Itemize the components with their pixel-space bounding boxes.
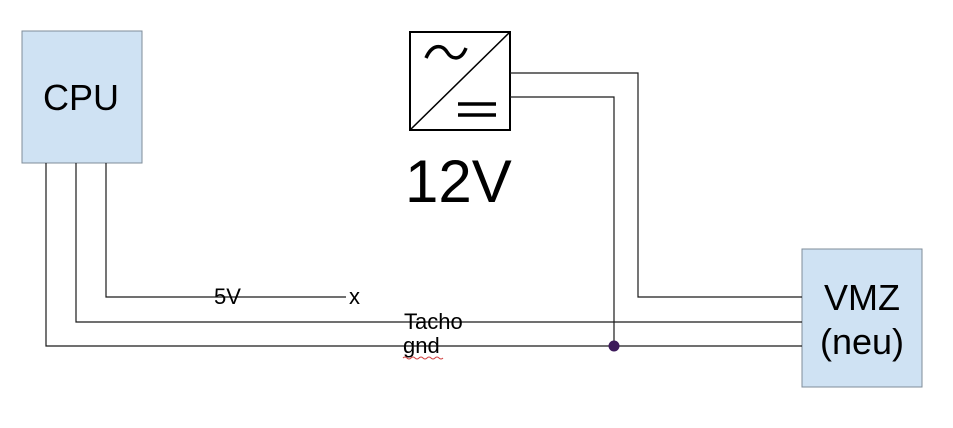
- vmz-label-line2: (neu): [820, 321, 904, 362]
- no-connect-mark: x: [349, 284, 360, 309]
- vmz-block: VMZ (neu): [801, 248, 923, 388]
- ground-label: gnd: [403, 333, 440, 358]
- cpu-label: CPU: [43, 77, 119, 118]
- converter-diagonal: [409, 31, 511, 131]
- cpu-box: [21, 30, 143, 164]
- five-volt-label: 5V: [214, 284, 241, 309]
- ac-dc-converter: 12V: [405, 31, 512, 215]
- five-volt-wire: [105, 163, 346, 298]
- vmz-box: [801, 248, 923, 388]
- cpu-block: CPU: [21, 30, 143, 164]
- tacho-wire: [75, 163, 802, 323]
- spellcheck-underline: [402, 356, 444, 360]
- vmz-label-line1: VMZ: [824, 277, 900, 318]
- tacho-label: Tacho: [404, 309, 463, 334]
- voltage-label: 12V: [405, 148, 512, 215]
- supply-positive-wire: [510, 72, 802, 298]
- ground-junction-dot: [608, 340, 620, 352]
- ac-sine-icon: [424, 44, 468, 60]
- ground-wire: [45, 163, 802, 347]
- supply-negative-wire: [510, 96, 615, 346]
